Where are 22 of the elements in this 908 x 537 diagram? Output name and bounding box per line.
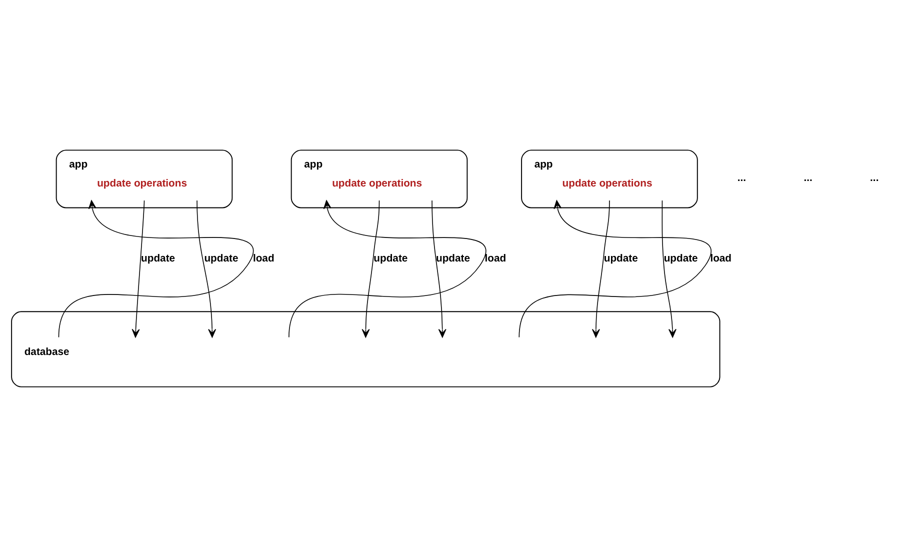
edge-label: update — [204, 254, 238, 265]
arrow — [432, 200, 446, 338]
arrow — [288, 200, 486, 338]
edge-label: load — [252, 254, 274, 265]
edge-label: update — [436, 254, 470, 265]
arrow — [58, 200, 254, 338]
arrow — [662, 200, 676, 338]
edge-label: update — [664, 254, 698, 265]
arrow — [592, 200, 610, 338]
edge-label: update — [604, 254, 638, 265]
edge-label: update — [141, 254, 176, 265]
label: ... — [737, 172, 746, 184]
arrow — [518, 200, 712, 338]
arrow — [362, 200, 380, 338]
label: ... — [870, 172, 879, 184]
edge-label: load — [710, 254, 732, 265]
arrow — [132, 200, 145, 338]
arrow — [196, 200, 216, 338]
label: ... — [804, 172, 812, 184]
edge-label: load — [484, 254, 506, 265]
edge-label: update — [374, 254, 408, 265]
node-box: database — [11, 311, 720, 388]
